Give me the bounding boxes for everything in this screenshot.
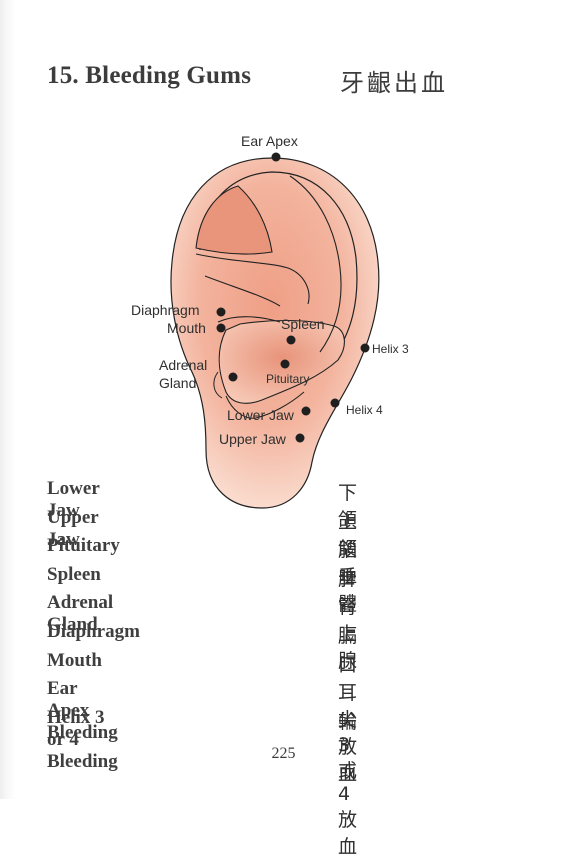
point-en-3: Pituitary: [47, 535, 120, 556]
ear-diagram: Ear Apex Diaphragm Mouth Spleen Helix 3 …: [131, 133, 409, 509]
label-upper-jaw: Upper Jaw: [219, 431, 287, 447]
point-en-2: Upper Jaw: [47, 507, 99, 550]
point-en-9: Helix 3 or 4 Bleeding: [47, 707, 118, 772]
label-pituitary: Pituitary: [266, 372, 309, 386]
helix3-point: [360, 343, 370, 353]
diaphragm-point: [216, 307, 226, 317]
scapha-line: [289, 175, 342, 353]
point-en-1: Lower Jaw: [47, 478, 100, 521]
point-cn-5: 腎上腺: [338, 596, 359, 672]
point-en-6: Diaphragm: [47, 621, 140, 642]
spleen-point: [286, 335, 296, 345]
pituitary-point: [280, 359, 290, 369]
label-lower-jaw: Lower Jaw: [227, 407, 295, 423]
upper-jaw-point: [295, 433, 305, 443]
label-gland: Gland: [159, 375, 196, 391]
adrenal-gland-point: [228, 372, 238, 382]
point-cn-7: 口: [338, 654, 359, 676]
label-diaphragm: Diaphragm: [131, 302, 199, 318]
helix4-point: [330, 398, 340, 408]
helix-fold: [199, 171, 358, 363]
ear-apex-point: [271, 152, 281, 162]
point-cn-4: 脾: [338, 568, 359, 590]
page-number: 225: [271, 745, 296, 762]
point-cn-3: 腦垂體: [338, 539, 359, 615]
antihelix-crus-lower: [204, 275, 281, 307]
point-cn-1: 下頜: [338, 482, 359, 531]
lower-jaw-point: [301, 406, 311, 416]
point-cn-6: 膈: [338, 625, 359, 647]
point-en-8: Ear Apex Bleeding: [47, 678, 118, 743]
antitragus: [225, 391, 305, 419]
page-title-chinese: 牙齦出血: [340, 69, 448, 97]
label-ear-apex: Ear Apex: [241, 133, 298, 149]
point-cn-9: 輪 3 或 4 放血: [338, 711, 359, 858]
helix-crus: [217, 316, 281, 323]
point-en-5: Adrenal Gland: [47, 592, 114, 635]
label-adrenal: Adrenal: [159, 357, 207, 373]
label-spleen: Spleen: [281, 316, 325, 332]
label-helix4: Helix 4: [346, 403, 383, 417]
point-en-4: Spleen: [47, 564, 101, 585]
point-en-7: Mouth: [47, 650, 102, 671]
antihelix-crus-upper: [195, 253, 310, 305]
mouth-point: [216, 323, 226, 333]
triangular-fossa: [195, 185, 273, 255]
label-helix3: Helix 3: [372, 342, 409, 356]
intertragic-notch: [213, 371, 223, 399]
point-cn-2: 上頜: [338, 511, 359, 560]
page-title: 15. Bleeding Gums: [47, 62, 252, 89]
label-mouth: Mouth: [167, 320, 206, 336]
point-cn-8: 耳尖放血: [338, 682, 359, 785]
